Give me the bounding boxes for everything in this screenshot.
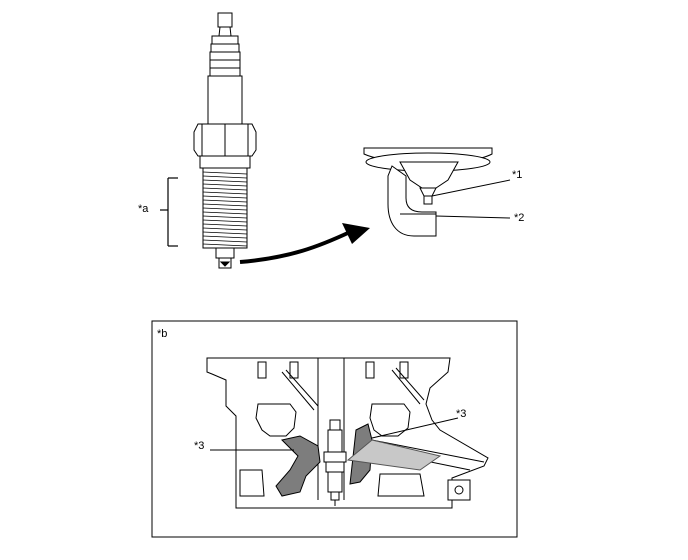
cylinder-head-section [206,357,489,509]
thread-line [202,223,248,227]
thread-line [202,219,248,223]
shaded-areas [275,423,442,497]
thread-line [202,179,248,183]
callout-2: *2 [514,212,525,224]
plug-gasket [199,155,251,169]
leader-lines-bottom [210,417,459,451]
thread-line [202,203,248,207]
thread-line [202,171,248,175]
port-cavity-right [369,403,411,437]
thread-line [202,187,248,191]
thread-line [202,231,248,235]
dimension-label: *a [138,203,149,215]
plug-terminal [217,12,233,28]
port-cavity-left [255,403,297,437]
thread-line [202,191,248,195]
electrode-insulator [399,161,459,189]
thread-line [202,175,248,179]
thread-line [202,243,248,247]
thread-line [202,207,248,211]
thread-line [202,235,248,239]
shaded-area-left [275,435,321,497]
thread-line [202,215,248,219]
plug-insulator-top [211,35,239,45]
thread-line [202,199,248,203]
lower-cavity-left [239,469,265,497]
plug-terminal-neck [218,26,232,37]
direction-arrow [239,223,370,264]
thread-line [202,195,248,199]
callout-3-left: *3 [194,440,205,452]
plug-thread-lines [202,171,248,247]
dimension-bracket [160,177,178,247]
cylinder-head-outline [206,357,489,509]
plug-tip [215,247,235,259]
leader-lines-top [431,179,511,219]
callout-3-right: *3 [456,408,467,420]
lower-cavity-right [377,473,425,497]
center-electrode [423,195,433,205]
plug-insulator-body [207,75,243,125]
panel-label: *b [157,328,168,340]
thread-line [202,183,248,187]
electrode-closeup [363,147,493,237]
thread-line [202,239,248,243]
thread-line [202,211,248,215]
ground-electrode [387,165,437,237]
callout-1: *1 [512,169,523,181]
installed-spark-plug [323,419,347,506]
thread-line [202,227,248,231]
